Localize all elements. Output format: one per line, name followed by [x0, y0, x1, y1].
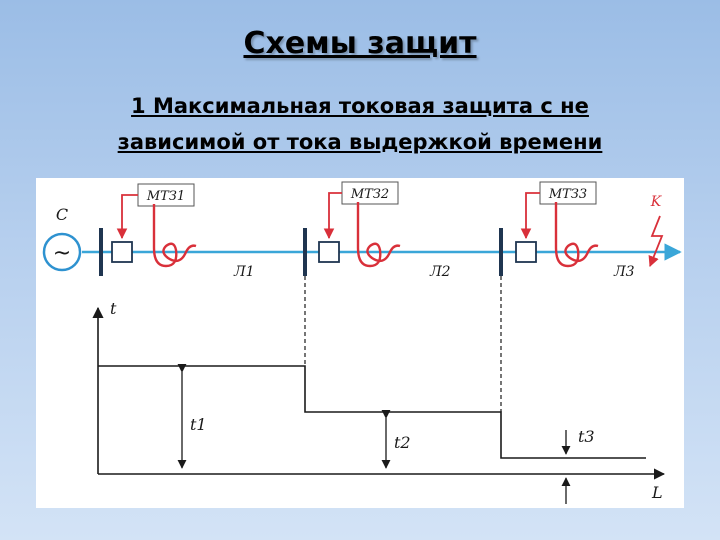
time-characteristic — [98, 365, 646, 459]
busbar-2 — [303, 228, 307, 276]
t-axis-label: t — [110, 299, 117, 318]
L-axis-label: L — [651, 483, 663, 502]
fault-label: K — [650, 194, 663, 210]
relay-coil-3 — [554, 202, 599, 268]
relay-arrow-1 — [116, 194, 138, 240]
subtitle-line-2: зависимой от тока выдержкой времени — [117, 130, 603, 154]
breaker-1 — [111, 241, 133, 263]
relay-coil-1 — [152, 204, 197, 268]
line-label-3: Л3 — [613, 264, 635, 280]
relay-coil-2 — [356, 202, 401, 268]
protection-diagram-svg: ~ C МТЗ1 МТЗ2 МТЗ3 — [42, 181, 682, 504]
relay-label-3: МТЗ3 — [548, 187, 587, 202]
t2-label: t2 — [394, 433, 411, 452]
source-label: C — [56, 205, 68, 224]
t3-label: t3 — [578, 427, 595, 446]
relay-label-2: МТЗ2 — [350, 187, 389, 202]
breaker-3 — [515, 241, 537, 263]
relay-1: МТЗ1 — [116, 183, 197, 268]
breaker-2 — [318, 241, 340, 263]
slide-subtitle: 1 Максимальная токовая защита с не завис… — [30, 88, 690, 160]
relay-label-1: МТЗ1 — [146, 189, 185, 204]
relay-arrow-2 — [323, 192, 342, 240]
subtitle-line-1: 1 Максимальная токовая защита с не — [131, 94, 589, 118]
generator-icon — [42, 232, 82, 272]
line-label-1: Л1 — [233, 264, 255, 280]
busbar-1 — [99, 228, 103, 276]
fault-lightning-icon — [648, 215, 664, 268]
generator: ~ — [42, 232, 82, 272]
relay-3: МТЗ3 — [520, 181, 599, 268]
slide-title: Схемы защит — [243, 26, 477, 61]
t1-label: t1 — [190, 415, 207, 434]
line-label-2: Л2 — [429, 264, 451, 280]
generator-symbol: ~ — [53, 241, 71, 266]
protection-diagram: ~ C МТЗ1 МТЗ2 МТЗ3 — [36, 178, 684, 508]
busbar-3 — [499, 228, 503, 276]
relay-arrow-3 — [520, 192, 540, 240]
relay-2: МТЗ2 — [323, 181, 401, 268]
